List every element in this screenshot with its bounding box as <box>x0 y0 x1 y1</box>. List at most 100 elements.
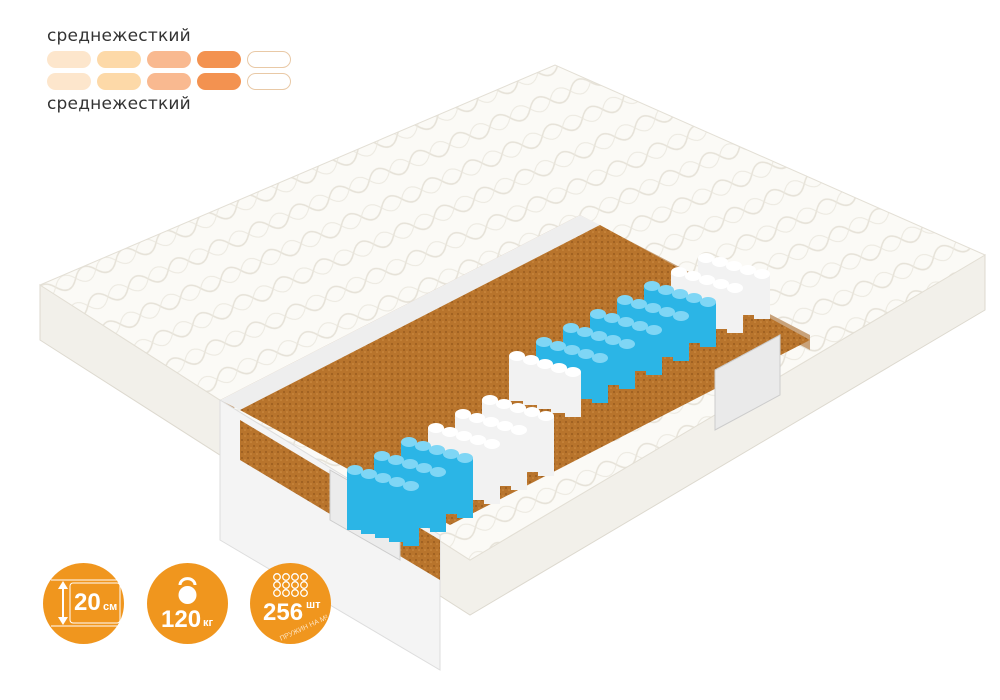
firmness-level-pill <box>47 51 91 68</box>
spring-pocket-top <box>482 395 498 405</box>
spring-pocket <box>646 330 662 375</box>
spring-pocket-top <box>538 411 554 421</box>
spring-pocket-top <box>740 265 756 275</box>
firmness-level-pill <box>247 73 291 90</box>
spring-pocket-top <box>604 313 620 323</box>
spring-pocket <box>578 354 594 399</box>
spring-pocket-top <box>470 435 486 445</box>
springs-badge: 256 шт ПРУЖИН НА М² <box>250 563 331 644</box>
spring-pocket <box>361 474 377 534</box>
spring-pocket <box>523 360 539 405</box>
spring-circle <box>291 581 299 589</box>
spring-pocket <box>754 274 770 319</box>
spring-pocket <box>457 458 473 518</box>
spring-pocket-top <box>632 321 648 331</box>
spring-pocket-top <box>483 417 499 427</box>
spring-pocket-top <box>524 407 540 417</box>
spring-pocket-top <box>672 289 688 299</box>
spring-pocket-top <box>590 309 606 319</box>
spring-pocket-top <box>698 253 714 263</box>
spring-circle <box>291 589 299 597</box>
spring-pocket-top <box>700 297 716 307</box>
spring-pocket <box>403 486 419 546</box>
spring-pocket-top <box>727 283 743 293</box>
firmness-legend: среднежесткий среднежесткий <box>47 26 291 114</box>
spring-pocket-top <box>631 299 647 309</box>
spring-pocket <box>430 472 446 532</box>
spring-pocket-top <box>658 285 674 295</box>
spring-circle <box>300 573 308 581</box>
height-value: 20 <box>74 589 101 616</box>
spring-circle <box>291 573 299 581</box>
spring-pocket-top <box>699 275 715 285</box>
load-unit: кг <box>203 617 214 629</box>
spring-pocket-top <box>591 331 607 341</box>
spring-pocket-top <box>347 465 363 475</box>
spring-pocket <box>619 344 635 389</box>
spring-circle <box>282 573 290 581</box>
spring-pocket-top <box>484 439 500 449</box>
spring-pocket-top <box>536 337 552 347</box>
spring-pocket <box>727 288 743 333</box>
spring-pocket-top <box>659 307 675 317</box>
firmness-level-pill <box>247 51 291 68</box>
spring-pocket-top <box>496 399 512 409</box>
spring-pocket-top <box>389 477 405 487</box>
spring-pocket-top <box>617 295 633 305</box>
spring-pocket <box>389 482 405 542</box>
spring-circle <box>273 573 281 581</box>
spring-pocket-top <box>509 351 525 361</box>
spring-pocket-top <box>523 355 539 365</box>
spring-pocket-top <box>456 431 472 441</box>
kettlebell-icon <box>178 577 197 604</box>
spring-pocket <box>484 444 500 504</box>
spring-circle <box>282 589 290 597</box>
spring-pocket-top <box>726 261 742 271</box>
height-arrow-icon <box>51 579 121 627</box>
spring-pocket <box>700 302 716 347</box>
spring-pocket-top <box>401 437 417 447</box>
cutout-top-foam <box>220 215 600 410</box>
spring-pocket-top <box>430 467 446 477</box>
spring-pocket <box>592 358 608 403</box>
spring-pocket-top <box>550 341 566 351</box>
spring-pocket-top <box>712 257 728 267</box>
spring-pocket-top <box>416 463 432 473</box>
firmness-level-pill <box>147 73 191 90</box>
spring-pocket-top <box>374 451 390 461</box>
spring-circle <box>300 581 308 589</box>
spring-circle <box>273 581 281 589</box>
spring-pocket-top <box>605 335 621 345</box>
spring-pocket-top <box>455 409 471 419</box>
spring-pocket <box>740 270 756 315</box>
spring-pocket <box>497 426 513 486</box>
spring-pocket-top <box>618 317 634 327</box>
spring-pocket-top <box>402 459 418 469</box>
firmness-top-label: среднежесткий <box>47 26 191 46</box>
spring-pocket-top <box>415 441 431 451</box>
spring-pocket <box>443 454 459 514</box>
spring-pocket-top <box>673 311 689 321</box>
spring-pocket <box>673 316 689 361</box>
spring-pocket-top <box>754 269 770 279</box>
springs-value: 256 <box>263 599 304 626</box>
spring-pocket-top <box>375 473 391 483</box>
firmness-level-pill <box>97 51 141 68</box>
firmness-bottom-label: среднежесткий <box>47 94 191 114</box>
spring-pocket <box>416 468 432 528</box>
spring-pocket-top <box>646 325 662 335</box>
spring-pocket-top <box>577 327 593 337</box>
right-foam-block <box>714 334 781 431</box>
spring-pocket <box>537 364 553 409</box>
spring-pocket-top <box>497 421 513 431</box>
firmness-level-pill <box>147 51 191 68</box>
spring-pocket <box>511 430 527 490</box>
spring-pocket-top <box>671 267 687 277</box>
spring-pocket-top <box>644 281 660 291</box>
firmness-level-pill <box>47 73 91 90</box>
height-badge: 20 см <box>43 563 124 644</box>
spring-pocket <box>347 470 363 530</box>
springs-unit: шт <box>306 599 321 611</box>
spring-pocket <box>686 298 702 343</box>
firmness-scale-top <box>47 51 291 68</box>
